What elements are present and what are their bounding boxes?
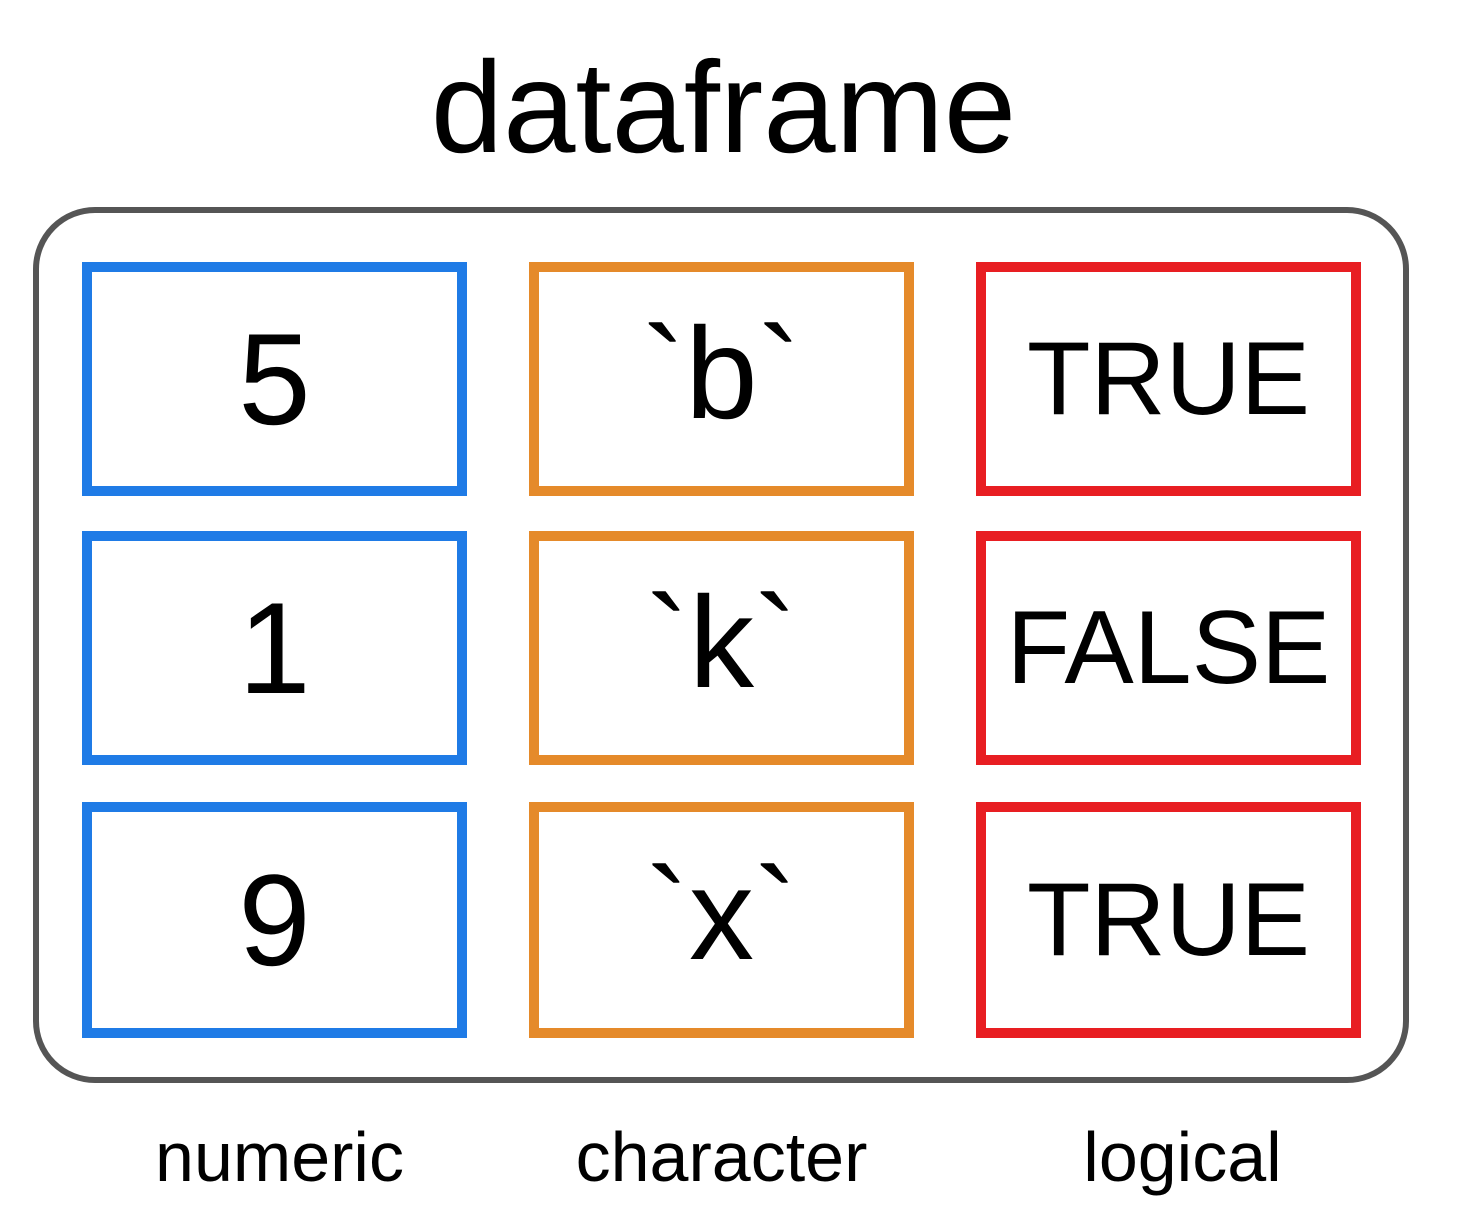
character-cell: `x` (529, 802, 914, 1038)
dataframe-title: dataframe (430, 34, 1017, 180)
dataframe-container (33, 207, 1409, 1083)
character-type-label: character (575, 1118, 868, 1196)
character-cell: `k` (529, 531, 914, 765)
logical-type-label: logical (1083, 1118, 1282, 1196)
numeric-cell: 5 (82, 262, 467, 496)
logical-cell: FALSE (976, 531, 1361, 765)
numeric-cell: 9 (82, 802, 467, 1038)
character-cell: `b` (529, 262, 914, 496)
logical-cell: TRUE (976, 262, 1361, 496)
logical-cell: TRUE (976, 802, 1361, 1038)
numeric-type-label: numeric (155, 1118, 404, 1196)
numeric-cell: 1 (82, 531, 467, 765)
